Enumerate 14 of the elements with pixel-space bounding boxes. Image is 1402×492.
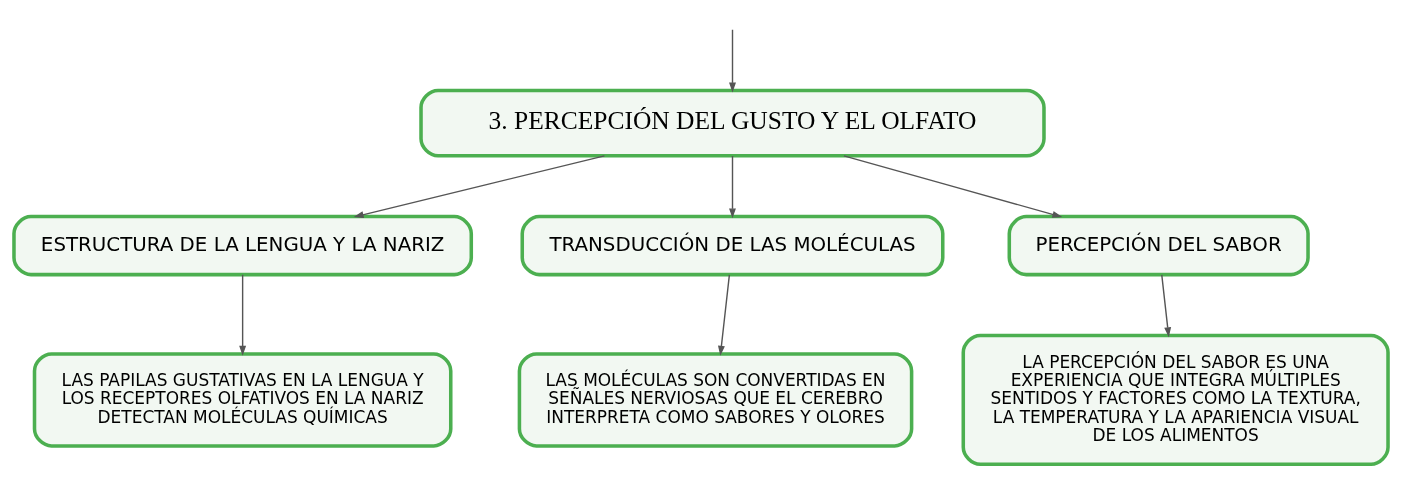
arrow: [729, 154, 736, 218]
arrow: [717, 273, 731, 356]
node-box: TRANSDUCCIÓN DE LAS MOLÉCULAS: [520, 214, 945, 276]
node-box: LA PERCEPCIÓN DEL SABOR ES UNA EXPERIENCIA QUE INTEGRA MÚLTIPLES SENTIDOS Y FACTORES COMO LA TEXTURA, LA TEMPERATURA Y LA APARIENCIA VISUAL DE LOS ALIMENTOS: [961, 333, 1390, 466]
arrow: [353, 154, 606, 218]
arrow: [729, 28, 736, 92]
node-box: LAS PAPILAS GUSTATIVAS EN LA LENGUA Y LOS RECEPTORES OLFATIVOS EN LA NARIZ DETECTAN MOLÉCULAS QUÍMICAS: [32, 351, 453, 448]
node-box: 3. PERCEPCIÓN DEL GUSTO Y EL OLFATO: [419, 88, 1046, 157]
arrow: [843, 154, 1063, 218]
node-box: ESTRUCTURA DE LA LENGUA Y LA NARIZ: [12, 214, 474, 276]
node-box: PERCEPCIÓN DEL SABOR: [1007, 214, 1310, 276]
node-box: LAS MOLÉCULAS SON CONVERTIDAS EN SEÑALES NERVIOSAS QUE EL CEREBRO INTERPRETA COMO SABORES Y OLORES: [517, 351, 914, 448]
arrow: [1161, 273, 1172, 337]
arrow: [239, 273, 247, 356]
